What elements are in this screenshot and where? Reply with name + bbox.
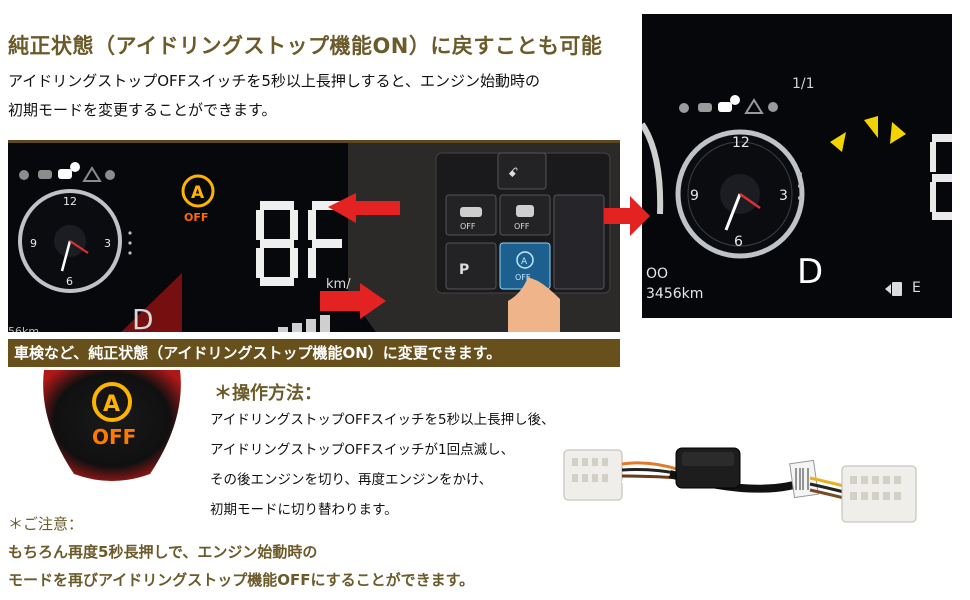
gear-indicator: D xyxy=(132,303,154,332)
status-icons-row xyxy=(679,95,778,114)
right-dashboard-graphic: 12 3 6 9 xyxy=(642,95,952,296)
headlight-switch xyxy=(497,152,547,190)
notes-line: もちろん再度5秒長押しで、エンジン始動時の xyxy=(8,543,318,561)
arrow-left-icon xyxy=(328,193,400,223)
operation-title: ＊操作方法： xyxy=(214,383,322,404)
svg-text:ꗃ: ꗃ xyxy=(508,166,518,181)
intro-line-2: 初期モードを変更することができます。 xyxy=(8,101,277,119)
operation-step: アイドリングストップOFFスイッチを5秒以上長押し後、 xyxy=(210,412,555,428)
svg-text:6: 6 xyxy=(734,234,743,250)
digital-speed-icon xyxy=(930,134,952,220)
harness-module-icon xyxy=(675,447,741,489)
svg-text:A: A xyxy=(191,183,205,203)
svg-text:9: 9 xyxy=(30,237,37,250)
clock-gauge-icon: 12 3 6 9 xyxy=(675,129,805,259)
left-connector-icon xyxy=(563,449,623,501)
gauge-bar-icon xyxy=(278,315,330,332)
notes-line: モードを再びアイドリングストップ機能OFFにすることができます。 xyxy=(8,571,475,589)
svg-text:3: 3 xyxy=(779,188,788,204)
gear-indicator: D xyxy=(797,252,824,292)
right-dashboard-photo: 12 3 6 9 1/1 xyxy=(642,14,952,318)
odometer-top: OO xyxy=(646,266,669,282)
svg-text:A: A xyxy=(103,392,120,417)
blink-indicator-icon xyxy=(830,116,906,152)
arrow-right-icon xyxy=(320,283,386,319)
clock-gauge-icon: 12 3 6 9 xyxy=(18,189,132,293)
arrow-right-icon xyxy=(604,196,650,236)
fuel-icon xyxy=(885,282,902,296)
operation-step: アイドリングストップOFFスイッチが1回点滅し、 xyxy=(210,442,515,458)
svg-text:12: 12 xyxy=(732,135,750,151)
idle-stop-off-icon: A OFF xyxy=(181,174,215,224)
middle-dashboard-graphic: 12 3 6 9 A OFF xyxy=(18,143,620,332)
svg-text:6: 6 xyxy=(66,275,73,288)
operation-step: 初期モードに切り替わります。 xyxy=(210,502,398,518)
odometer: 3456km xyxy=(646,286,704,302)
parking-label: P xyxy=(459,262,469,278)
idle-stop-off-icon: A OFF xyxy=(43,370,181,481)
speedometer-arc-icon xyxy=(642,122,664,215)
svg-text:3: 3 xyxy=(104,237,111,250)
page-indicator: 1/1 xyxy=(792,76,815,92)
svg-text:OFF: OFF xyxy=(184,211,208,224)
svg-text:A: A xyxy=(521,257,528,267)
status-icons-row xyxy=(19,162,115,182)
svg-text:12: 12 xyxy=(63,195,77,208)
wiring-harness-image xyxy=(563,447,917,523)
blank-switch xyxy=(553,194,605,290)
finger-icon xyxy=(508,277,560,332)
caption-bar: 車検など、純正状態（アイドリングストップ機能ON）に変更できます。 xyxy=(8,339,620,367)
pcs-off-label: OFF xyxy=(514,222,530,231)
svg-text:9: 9 xyxy=(690,188,699,204)
parking-sensor-switch xyxy=(445,242,497,290)
barcode-tag-icon xyxy=(789,459,819,499)
red-glow-icon xyxy=(121,273,182,332)
intro-line-1: アイドリングストップOFFスイッチを5秒以上長押しすると、エンジン始動時の xyxy=(8,72,540,90)
headline: 純正状態（アイドリングストップ機能ON）に戻すことも可能 xyxy=(8,34,603,58)
right-connector-icon xyxy=(841,465,917,523)
middle-dashboard-photo: 12 3 6 9 A OFF xyxy=(8,140,620,332)
speed-unit: km/ xyxy=(326,277,351,292)
operation-step: その後エンジンを切り、再度エンジンをかけ、 xyxy=(210,472,493,488)
notes-title: ＊ご注意： xyxy=(8,515,84,533)
big-icon-label: OFF xyxy=(92,425,136,449)
odometer: 56km xyxy=(8,325,40,332)
digital-speed-icon xyxy=(256,201,342,286)
vsc-off-label: OFF xyxy=(460,222,476,231)
eco-badge: E xyxy=(912,280,921,296)
idle-stop-off-label: OFF xyxy=(515,273,531,282)
